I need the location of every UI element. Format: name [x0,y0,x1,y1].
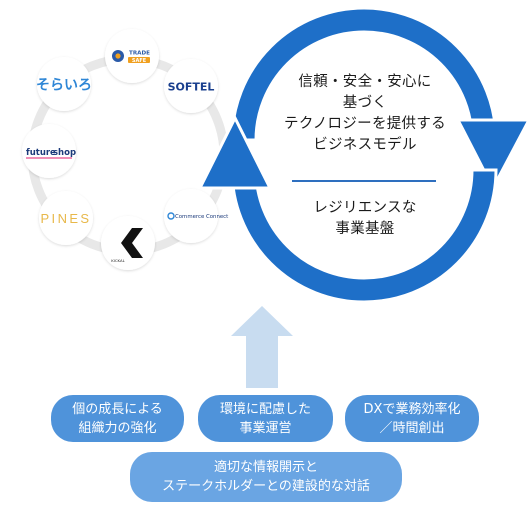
trade-safe-logo-text-top: TRADE [129,51,150,57]
pill-1-line-1: 個の成長による [72,401,163,417]
kcoal-logo: KICKAL [111,228,143,263]
logo-node-trade-safe [105,29,159,83]
pill-2-line-1: 環境に配慮した [219,401,311,417]
sorairo-logo: そらいろ [36,78,92,94]
cycle-arrowhead-right [455,118,531,192]
business-model-line-4: ビジネスモデル [313,137,417,153]
pill-4-line-2: ステークホルダーとの建設的な対話 [162,479,370,494]
pines-logo: PINES [40,211,91,226]
pill-environmental-operations: 環境に配慮した 事業運営 [198,395,333,442]
logo-node-future-shop [22,124,76,178]
kcoal-logo-text: KICKAL [111,258,125,263]
business-model-line-3: テクノロジーを提供する [284,116,446,132]
future-shop-logo-text-1: future [26,148,56,158]
business-model-line-2: 基づく [342,95,388,111]
logo-node-commerce-connect [164,189,218,243]
pill-dx-efficiency: DXで業務効率化 ／時間創出 [345,395,479,442]
up-arrow [231,306,293,388]
pill-3-line-1: DXで業務効率化 [363,401,461,417]
cycle-arrowhead-left [197,114,273,190]
pill-stakeholder-dialogue: 適切な情報開示と ステークホルダーとの建設的な対話 [130,452,402,502]
logo-node-sorairo [37,57,91,111]
pill-1-line-2: 組織力の強化 [78,420,157,436]
commerce-connect-logo-text: Commerce Connect [175,214,228,220]
pill-organizational-strength: 個の成長による 組織力の強化 [51,395,184,442]
foundation-line-2: 事業基盤 [335,221,395,237]
pill-3-line-2: ／時間創出 [379,420,445,436]
pill-4-line-1: 適切な情報開示と [213,460,318,475]
business-model-line-1: 信頼・安全・安心に [298,74,432,90]
foundation-line-1: レジリエンスな [313,200,417,216]
softel-logo: SOFTEL [168,81,215,94]
logo-node-pines [39,191,93,245]
pill-2-line-2: 事業運営 [239,420,292,436]
trade-safe-logo-text-bottom: SAFE [132,58,147,64]
future-shop-logo: future shop [26,148,76,159]
commerce-connect-logo: Commerce Connect [167,212,228,220]
business-model-text: 信頼・安全・安心に 基づく テクノロジーを提供する ビジネスモデル [270,72,460,156]
future-shop-logo-text-2: shop [53,148,76,158]
foundation-text: レジリエンスな 事業基盤 [270,198,460,240]
center-divider [292,180,436,182]
logo-node-softel [164,59,218,113]
trade-safe-logo: TRADE SAFE [112,50,150,64]
